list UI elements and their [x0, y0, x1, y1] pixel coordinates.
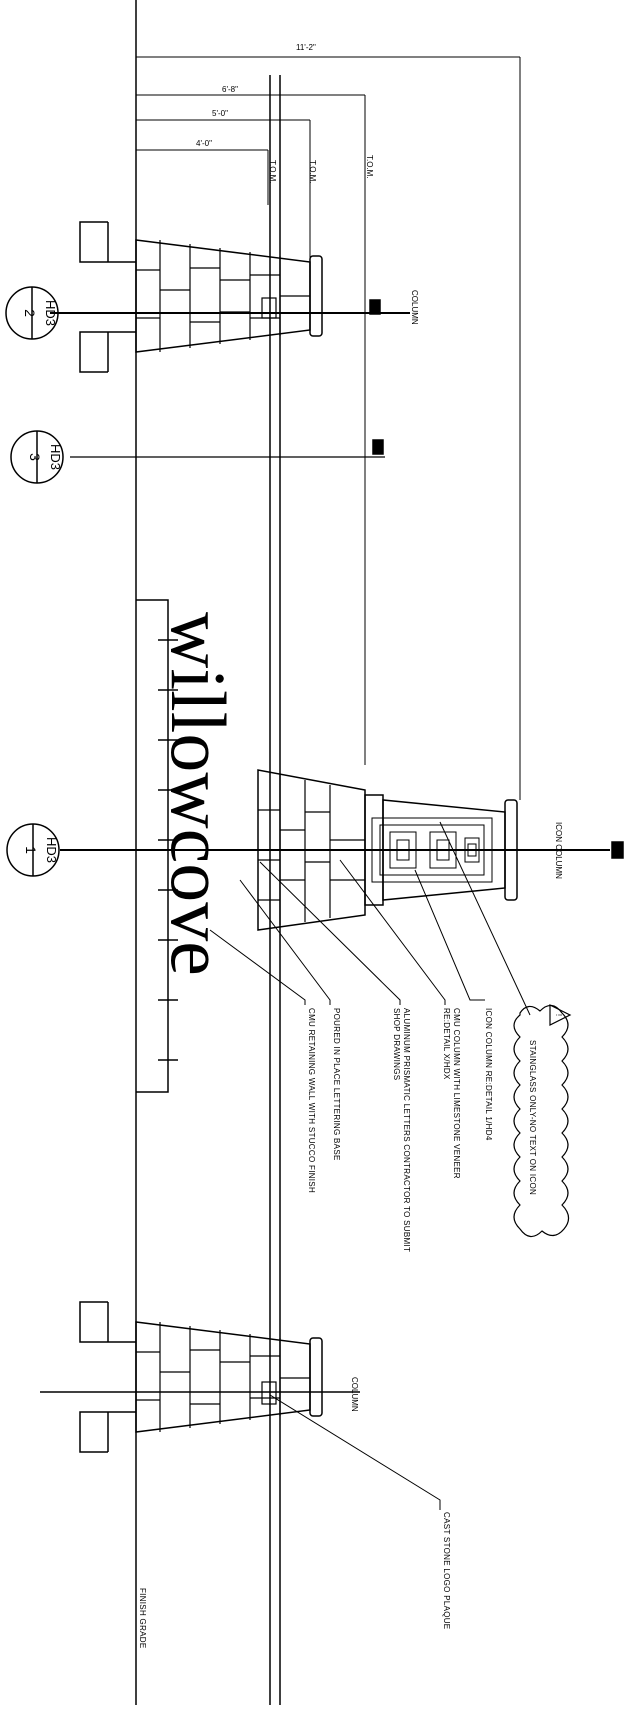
stone-pillar-top [79, 221, 323, 373]
willowcove-wordmark: willowcove [155, 612, 242, 976]
dim-tier2: 5'-0" [212, 109, 228, 118]
note-icon-column: ICON COLUMN RE:DETAIL 1/HD4 [484, 1008, 493, 1141]
lettering-base [136, 599, 178, 1093]
tom-label-3: T.O.M. [365, 155, 374, 179]
section-marker-3 [372, 439, 384, 455]
note-retaining-wall: CMU RETAINING WALL WITH STUCCO FINISH [307, 1008, 316, 1193]
section-bubble-2 [5, 286, 59, 340]
centerline-label-icon: ICON COLUMN [554, 822, 563, 879]
logo-plaque [261, 1381, 277, 1405]
leader-lines [209, 821, 531, 1510]
centerline-label-top: COLUMN [410, 290, 419, 325]
bubble-2-number: 2 [22, 309, 38, 317]
note-cmu-column-2: RE:DETAIL X/HDX [442, 1008, 451, 1080]
note-stained-glass: STAINGLASS ONLY-NO TEXT ON ICON [528, 1040, 537, 1195]
dimension-lines [136, 56, 521, 800]
note-finish-grade: FINISH GRADE [138, 1588, 147, 1649]
section-bubble-3 [10, 430, 64, 484]
tom-label-1: T.O.M. [268, 160, 277, 184]
stone-pillar-bottom [79, 1301, 323, 1453]
note-aluminum-letters-1: ALUMINUM PRISMATIC LETTERS CONTRACTOR TO… [402, 1008, 411, 1252]
dim-overall: 11'-2" [296, 43, 316, 52]
revision-cloud [513, 1004, 570, 1238]
stone-veneer-top [136, 240, 310, 352]
bubble-1-ref: HD3 [44, 837, 59, 863]
section-bubble-1 [6, 823, 60, 877]
section-marker-2 [369, 299, 381, 315]
section-marker-1 [611, 841, 624, 859]
bubble-3-number: 3 [27, 453, 43, 461]
note-lettering-base: POURED IN PLACE LETTERING BASE [332, 1008, 341, 1161]
revision-flag-label: ! [554, 1014, 563, 1016]
bubble-1-number: 1 [23, 846, 39, 854]
dim-tier1: 4'-0" [196, 139, 212, 148]
dim-tier3: 6'-8" [222, 85, 238, 94]
bubble-3-ref: HD3 [48, 444, 63, 470]
bubble-2-ref: HD3 [43, 300, 58, 326]
note-cmu-column-1: CMU COLUMN WITH LIMESTONE VENEER [452, 1008, 461, 1179]
note-aluminum-letters-2: SHOP DRAWINGS [392, 1008, 401, 1080]
revision-flag-triangle [549, 1004, 572, 1026]
centerline-label-bottom: COLUMN [350, 1377, 359, 1412]
note-logo-plaque: CAST STONE LOGO PLAQUE [442, 1512, 451, 1629]
stone-veneer-bottom [136, 1322, 310, 1432]
tom-label-2: T.O.M. [308, 160, 317, 184]
